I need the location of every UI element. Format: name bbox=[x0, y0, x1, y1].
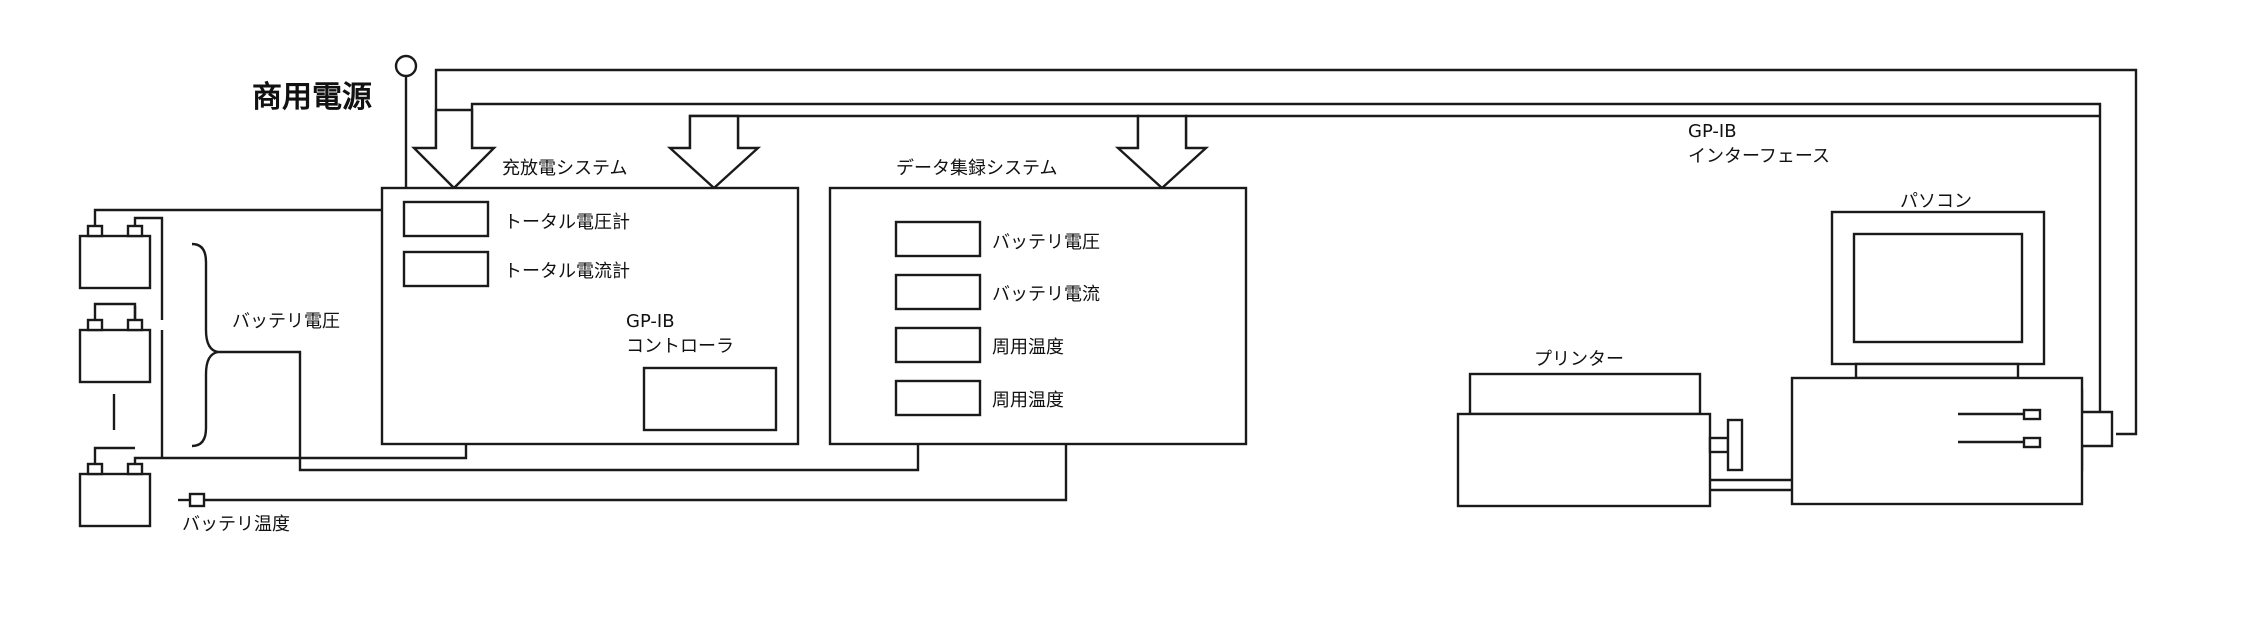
gpib-interface-label-1: GP-IB bbox=[1688, 121, 1737, 142]
printer-label: プリンター bbox=[1534, 349, 1624, 370]
data-acquisition-system: データ集録システム バッテリ電圧 バッテリ電流 周用温度 周用温度 bbox=[828, 158, 1248, 446]
channel-display-4 bbox=[894, 379, 982, 417]
gpib-controller-label-1: GP-IB bbox=[626, 311, 675, 332]
battery-temperature-label: バッテリ温度 bbox=[182, 514, 290, 535]
charge-discharge-system: 充放電システム トータル電圧計 トータル電流計 GP-IB コントローラ bbox=[380, 158, 800, 446]
pc-body-icon bbox=[1790, 376, 2084, 506]
channel-label-4: 周用温度 bbox=[992, 390, 1064, 411]
channel-display-1 bbox=[894, 220, 982, 258]
battery-2-icon bbox=[78, 328, 152, 384]
arrow-charge-right bbox=[666, 114, 762, 190]
printer-body-icon bbox=[1456, 412, 1712, 508]
total-voltmeter-label: トータル電圧計 bbox=[504, 212, 630, 233]
gpib-interface-label-2: インターフェース bbox=[1688, 146, 1830, 167]
battery-voltage-brace: バッテリ電圧 bbox=[191, 242, 920, 472]
battery-3-icon bbox=[78, 472, 152, 528]
channel-label-3: 周用温度 bbox=[992, 337, 1064, 358]
printer-top-icon bbox=[1468, 372, 1702, 416]
arrow-data bbox=[1114, 114, 1210, 190]
temperature-sensor-icon bbox=[188, 492, 206, 508]
total-voltmeter-display bbox=[402, 200, 490, 238]
gpib-controller-label-2: コントローラ bbox=[626, 336, 734, 357]
personal-computer: パソコン bbox=[1790, 191, 2084, 506]
channel-label-2: バッテリ電流 bbox=[992, 284, 1100, 305]
charge-system-label: 充放電システム bbox=[502, 158, 627, 179]
channel-display-2 bbox=[894, 273, 982, 311]
commercial-power-label: 商用電源 bbox=[252, 80, 372, 115]
total-ammeter-label: トータル電流計 bbox=[504, 261, 630, 282]
pc-label: パソコン bbox=[1900, 191, 1972, 212]
printer-knob-icon bbox=[1726, 418, 1744, 472]
total-ammeter-display bbox=[402, 250, 490, 288]
channel-label-1: バッテリ電圧 bbox=[992, 232, 1100, 253]
power-terminal-icon bbox=[394, 54, 418, 78]
monitor-screen bbox=[1852, 232, 2024, 344]
gpib-controller-display bbox=[642, 366, 778, 432]
channel-display-3 bbox=[894, 326, 982, 364]
arrow-charge-left bbox=[411, 108, 497, 190]
battery-1-icon bbox=[78, 234, 152, 290]
printer: プリンター bbox=[1456, 349, 1744, 508]
battery-voltage-label: バッテリ電圧 bbox=[232, 311, 340, 332]
gpib-bus-inner bbox=[688, 114, 2100, 150]
data-system-label: データ集録システム bbox=[896, 158, 1057, 179]
battery-temperature-sensor: バッテリ温度 bbox=[178, 444, 1068, 535]
